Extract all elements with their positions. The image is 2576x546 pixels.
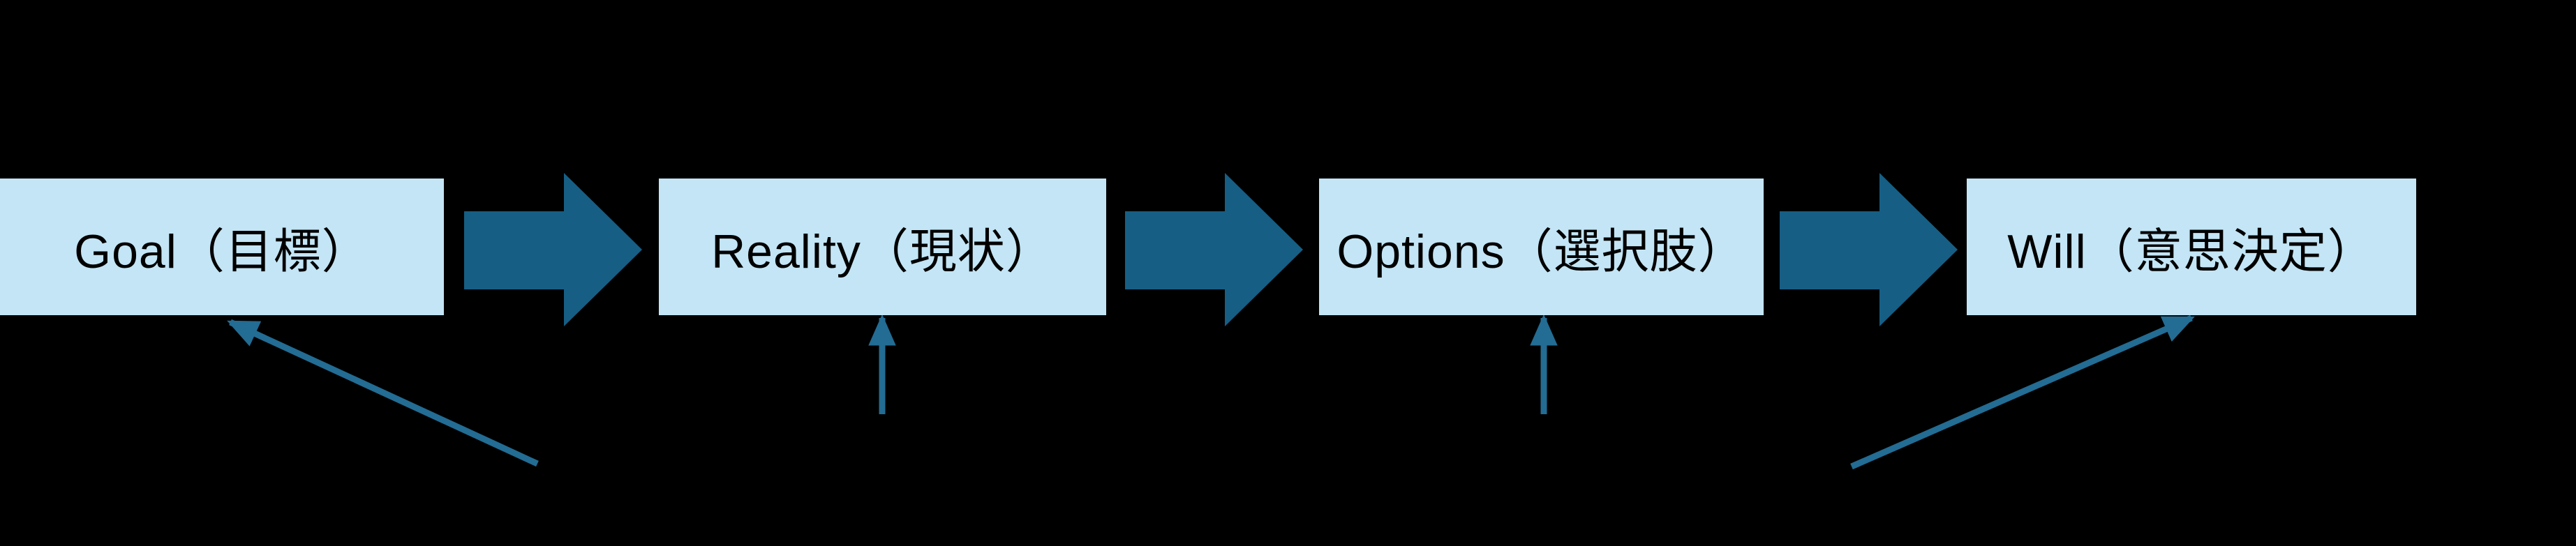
right-arrow-icon-options-to-will bbox=[1780, 173, 1958, 326]
step-label-will: Will（意思決定） bbox=[2007, 225, 2376, 278]
annotation-arrow-icon-goal bbox=[227, 319, 539, 467]
right-arrow-icon-reality-to-options bbox=[1125, 173, 1303, 326]
annotation-arrow-icon-will bbox=[1850, 314, 2195, 470]
step-box-will: Will（意思決定） bbox=[1967, 179, 2416, 315]
step-box-options: Options（選択肢） bbox=[1319, 179, 1764, 315]
step-label-reality: Reality（現状） bbox=[711, 225, 1054, 278]
right-arrow-icon-goal-to-reality bbox=[464, 173, 642, 326]
step-label-options: Options（選択肢） bbox=[1337, 225, 1746, 278]
step-box-reality: Reality（現状） bbox=[659, 179, 1106, 315]
step-box-goal: Goal（目標） bbox=[0, 179, 444, 315]
step-label-goal: Goal（目標） bbox=[74, 225, 370, 278]
